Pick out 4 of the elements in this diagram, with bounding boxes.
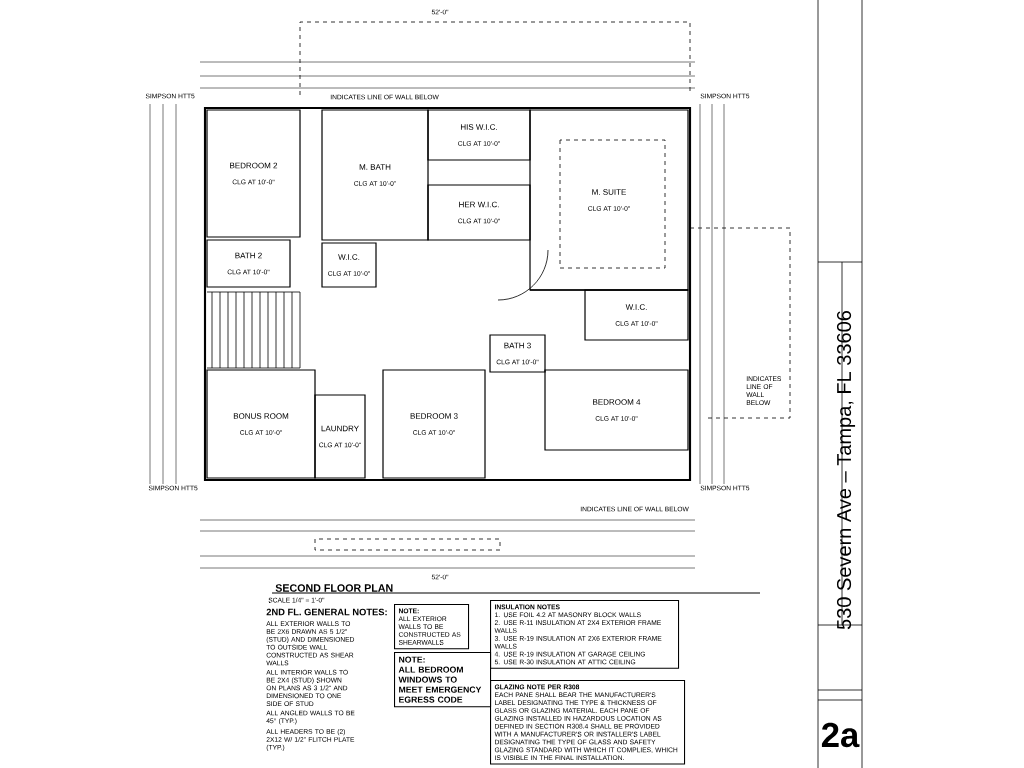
sheet-number: 2a: [821, 722, 860, 748]
plan-title: SECOND FLOOR PLAN: [275, 584, 393, 592]
address-text: 530 Severn Ave – Tampa, FL 33606: [836, 311, 856, 630]
note-box: NOTE: ALL BEDROOM WINDOWS TO MEET EMERGENCY EGRESS CODE: [394, 652, 492, 708]
